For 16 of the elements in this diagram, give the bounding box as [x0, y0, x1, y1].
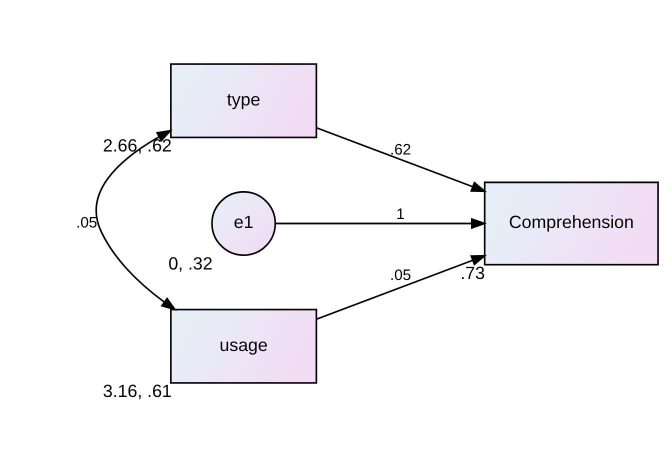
- edge-label: .05: [76, 214, 98, 232]
- edge-label: 1: [396, 206, 405, 224]
- edge-label: .62: [390, 142, 412, 159]
- arrow: [316, 254, 487, 320]
- arrow: [275, 218, 487, 230]
- node-label: 3.16, .61: [102, 381, 172, 402]
- node-label: 0, .32: [168, 253, 213, 274]
- node-label: 2.66, .62: [102, 136, 172, 156]
- edge-label: .05: [390, 266, 412, 284]
- node-box: type: [170, 63, 318, 138]
- node-circle: e1: [211, 191, 276, 256]
- node-box: usage: [170, 308, 318, 384]
- node-label: .73: [460, 262, 485, 283]
- arrow: [95, 130, 177, 311]
- arrow: [316, 127, 487, 192]
- node-box: Comprehension: [484, 182, 659, 266]
